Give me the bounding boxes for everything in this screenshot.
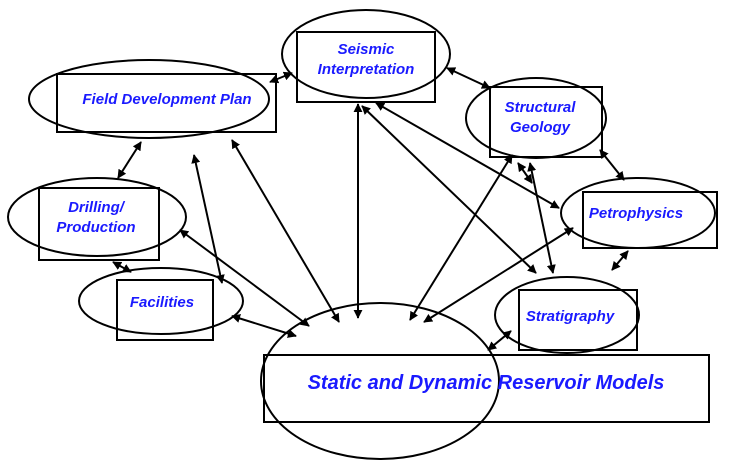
node-field-development-plan: Field Development Plan bbox=[28, 59, 277, 139]
field-dev-box bbox=[56, 73, 277, 133]
drilling-box bbox=[38, 187, 160, 261]
arrow-petrophysics-reservoir bbox=[423, 227, 574, 323]
arrow-structural-reservoir bbox=[409, 154, 513, 321]
node-structural-geology: Structural Geology bbox=[465, 77, 607, 159]
petrophysics-label: Petrophysics bbox=[589, 205, 683, 222]
structural-ellipse bbox=[465, 77, 607, 159]
drilling-label-line1: Drilling/ bbox=[68, 199, 126, 216]
arrow-facilities-reservoir bbox=[231, 314, 297, 338]
arrow-drilling-facilities bbox=[112, 261, 132, 273]
field-dev-ellipse bbox=[28, 59, 270, 139]
arrow-structural-stratigraphy bbox=[527, 162, 556, 274]
arrow-stratigraphy-reservoir bbox=[487, 330, 512, 351]
arrow-structural-petrophysics bbox=[599, 149, 625, 181]
structural-label-line1: Structural bbox=[505, 99, 577, 116]
node-stratigraphy: Stratigraphy bbox=[494, 276, 640, 354]
arrow-drilling-reservoir bbox=[179, 229, 310, 327]
connectors bbox=[112, 67, 629, 351]
arrow-fielddev-drilling bbox=[117, 141, 142, 179]
stratigraphy-label: Stratigraphy bbox=[526, 308, 615, 325]
petrophysics-box bbox=[582, 191, 718, 249]
drilling-ellipse bbox=[7, 177, 187, 257]
arrow-fielddev-facilities bbox=[191, 154, 225, 284]
field-dev-label: Field Development Plan bbox=[82, 91, 251, 108]
seismic-box bbox=[296, 31, 436, 103]
arrow-fielddev-reservoir bbox=[231, 139, 340, 323]
node-petrophysics: Petrophysics bbox=[560, 177, 718, 249]
structural-label-line2: Geology bbox=[510, 119, 571, 136]
node-drilling-production: Drilling/ Production bbox=[7, 177, 187, 261]
reservoir-ellipse bbox=[260, 302, 500, 460]
node-facilities: Facilities bbox=[78, 267, 244, 341]
seismic-label-line2: Interpretation bbox=[318, 61, 415, 78]
reservoir-label: Static and Dynamic Reservoir Models bbox=[308, 372, 665, 394]
arrow-petrophysics-stratigraphy bbox=[611, 250, 629, 271]
seismic-ellipse bbox=[281, 9, 451, 99]
arrow-fielddev-seismic bbox=[269, 71, 293, 84]
seismic-label-line1: Seismic bbox=[338, 41, 395, 58]
reservoir-box bbox=[263, 354, 710, 423]
drilling-label-line2: Production bbox=[56, 219, 135, 236]
node-reservoir-models: Static and Dynamic Reservoir Models bbox=[260, 302, 710, 460]
facilities-label: Facilities bbox=[130, 294, 194, 311]
node-seismic-interpretation: Seismic Interpretation bbox=[281, 9, 451, 103]
arrow-seismic-structural bbox=[446, 67, 491, 89]
